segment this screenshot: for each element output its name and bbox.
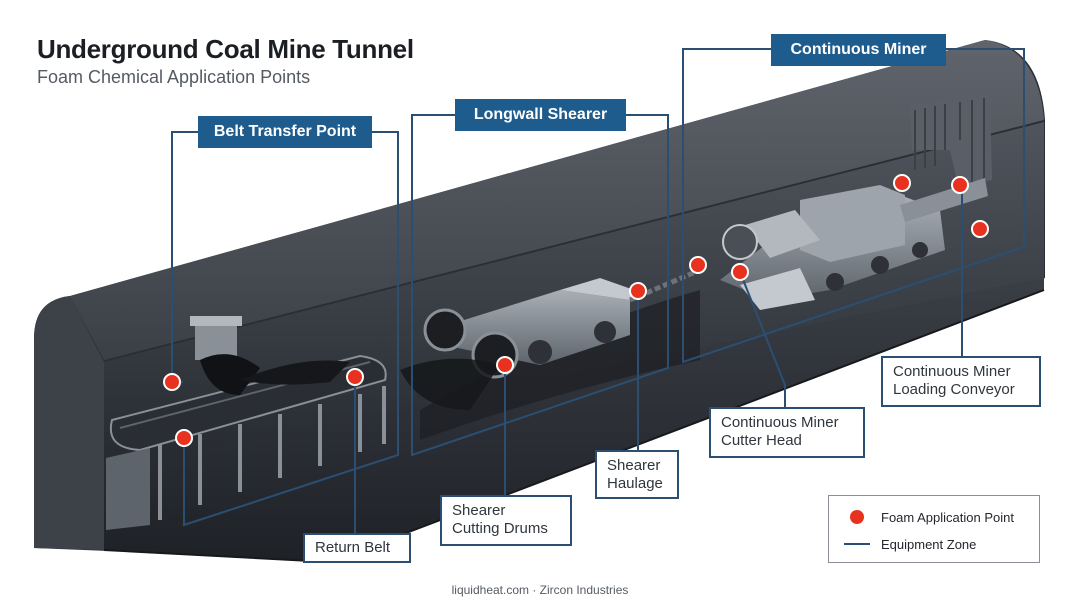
foam-point-cm-cutter-head [731,263,749,281]
legend-label-foam-point: Foam Application Point [881,509,1014,525]
foam-point-shearer-haulage [629,282,647,300]
zone-line-swatch [844,543,870,545]
page-title: Underground Coal Mine Tunnel [37,34,414,64]
foam-point-cm-top [893,174,911,192]
foam-point-swatch [850,510,864,524]
zone-line-longwall [411,114,669,457]
continuous-miner [720,178,988,310]
belt-conveyor [106,316,387,530]
zone-line-belt-transfer-frame [183,131,399,527]
foam-point-return-belt [346,368,364,386]
zone-label-longwall: Longwall Shearer [455,99,626,131]
longwall-shearer [400,267,701,410]
foam-point-belt-transfer [163,373,181,391]
callout-leaders [354,185,963,535]
foam-point-cm-tail [971,220,989,238]
brattice-curtain [910,92,992,186]
leader-cm-cutter-head [739,271,786,408]
footer-credit: liquidheat.com · Zircon Industries [451,583,629,597]
foam-point-cm-conveyor [951,176,969,194]
legend-label-equipment-zone: Equipment Zone [881,536,977,552]
legend: Foam Application Point Equipment Zone [828,495,1040,563]
zone-label-belt-transfer: Belt Transfer Point [198,116,372,148]
legend-row-equipment-zone: Equipment Zone [829,534,976,554]
equipment-zone-lines [171,48,1025,527]
callout-shearer-cutting-drums: Shearer Cutting Drums [440,495,572,546]
foam-application-points [163,174,989,447]
callout-cm-loading-conveyor: Continuous Miner Loading Conveyor [881,356,1041,407]
foam-point-shearer-drums [496,356,514,374]
legend-row-foam-point: Foam Application Point [829,507,1014,527]
callout-shearer-haulage: Shearer Haulage [595,450,679,499]
foam-point-cm-front [689,256,707,274]
callout-return-belt: Return Belt [303,533,411,563]
zone-line-continuous-miner [682,48,1025,364]
foam-point-belt-tail [175,429,193,447]
page-subtitle: Foam Chemical Application Points [37,67,311,87]
callout-cm-cutter-head: Continuous Miner Cutter Head [709,407,865,458]
zone-label-continuous-miner: Continuous Miner [771,34,946,66]
